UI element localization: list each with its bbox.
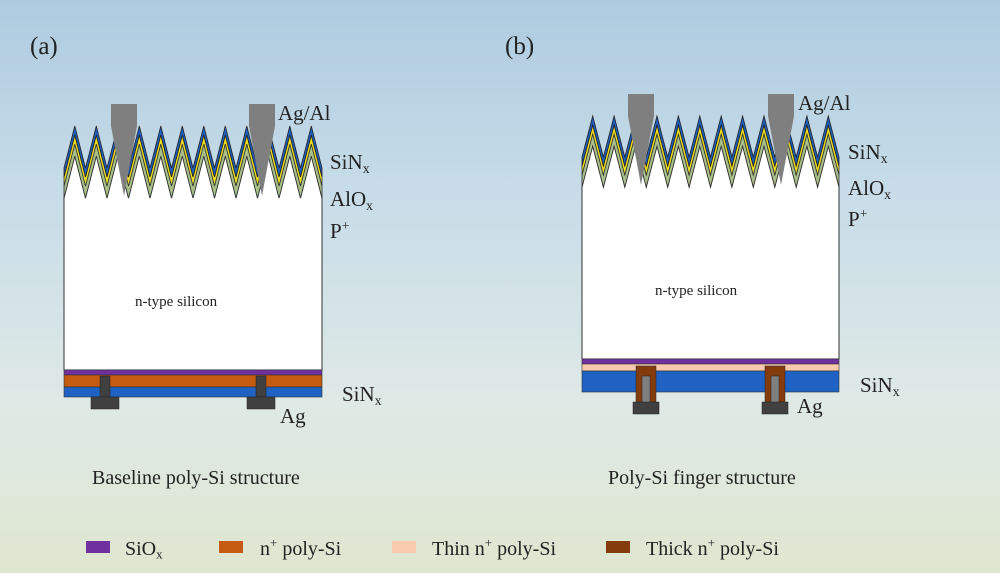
cell-b-rear-contact-stem-2 — [770, 375, 780, 404]
panel-a-label: (a) — [30, 33, 58, 60]
cell-a-front-contact-1 — [111, 104, 137, 196]
cell-b-rear-contact-stem-1 — [641, 375, 651, 404]
panel-b-rear-contact-label: Ag — [797, 394, 823, 418]
cell-b-structure — [581, 94, 840, 415]
cell-b-rear-contact-2 — [761, 401, 789, 415]
cell-a-sinx-front-layer — [63, 125, 323, 178]
cell-a-rear-contact-stem-2 — [255, 375, 267, 398]
legend-label-sio: SiOx — [125, 537, 163, 562]
legend-label-thin-n-poly: Thin n+ poly-Si — [432, 535, 557, 560]
panel-a-rear-contact-label: Ag — [280, 404, 306, 428]
cell-a-front-contact-2 — [249, 104, 275, 196]
cell-b-sinx-rear-layer — [581, 370, 840, 393]
legend-label-n-poly: n+ poly-Si — [260, 535, 342, 560]
legend-swatch-thick-n-poly — [606, 541, 630, 553]
legend-label-thick-n-poly: Thick n+ poly-Si — [646, 535, 779, 560]
panel-b-sinx-front-label: SiNx — [848, 140, 888, 167]
cell-a-rear-contact-2 — [246, 396, 276, 410]
legend-swatch-thin-n-poly — [392, 541, 416, 553]
panel-a-front-contact-label: Ag/Al — [278, 101, 331, 125]
cell-b-sio-layer — [581, 358, 840, 365]
panel-a-sinx-rear-label: SiNx — [342, 382, 382, 409]
panel-b-p-plus-label: P+ — [848, 206, 868, 232]
panel-b-caption: Poly-Si finger structure — [608, 467, 796, 489]
cell-b-rear-contact-1 — [632, 401, 660, 415]
cell-a-rear-contact-1 — [90, 396, 120, 410]
panel-b-front-contact-label: Ag/Al — [798, 91, 851, 115]
panel-a-sinx-front-label: SiNx — [330, 150, 370, 177]
panel-b-sinx-rear-label: SiNx — [860, 373, 900, 400]
panel-a-alox-label: AlOx — [330, 187, 373, 214]
cell-b-sinx-front-layer — [581, 114, 840, 168]
cell-b-thin-n-poly-layer — [581, 363, 840, 372]
panel-b-alox-label: AlOx — [848, 176, 891, 203]
panel-a-p-plus-label: P+ — [330, 218, 350, 244]
cell-b-front-contact-1 — [628, 94, 654, 185]
cell-a-sio-layer — [63, 369, 323, 376]
panel-b-bulk-label: n-type silicon — [655, 283, 738, 299]
legend-swatch-sio — [86, 541, 110, 553]
panel-a-bulk-label: n-type silicon — [135, 294, 218, 310]
cell-a-sinx-rear-layer — [63, 386, 323, 398]
cell-b-front-contact-2 — [768, 94, 794, 185]
cell-a-rear-contact-stem-1 — [99, 375, 111, 398]
legend-swatch-n-poly — [219, 541, 243, 553]
panel-b-label: (b) — [505, 33, 535, 60]
cell-a-structure — [63, 104, 323, 410]
panel-a-caption: Baseline poly-Si structure — [92, 467, 300, 489]
